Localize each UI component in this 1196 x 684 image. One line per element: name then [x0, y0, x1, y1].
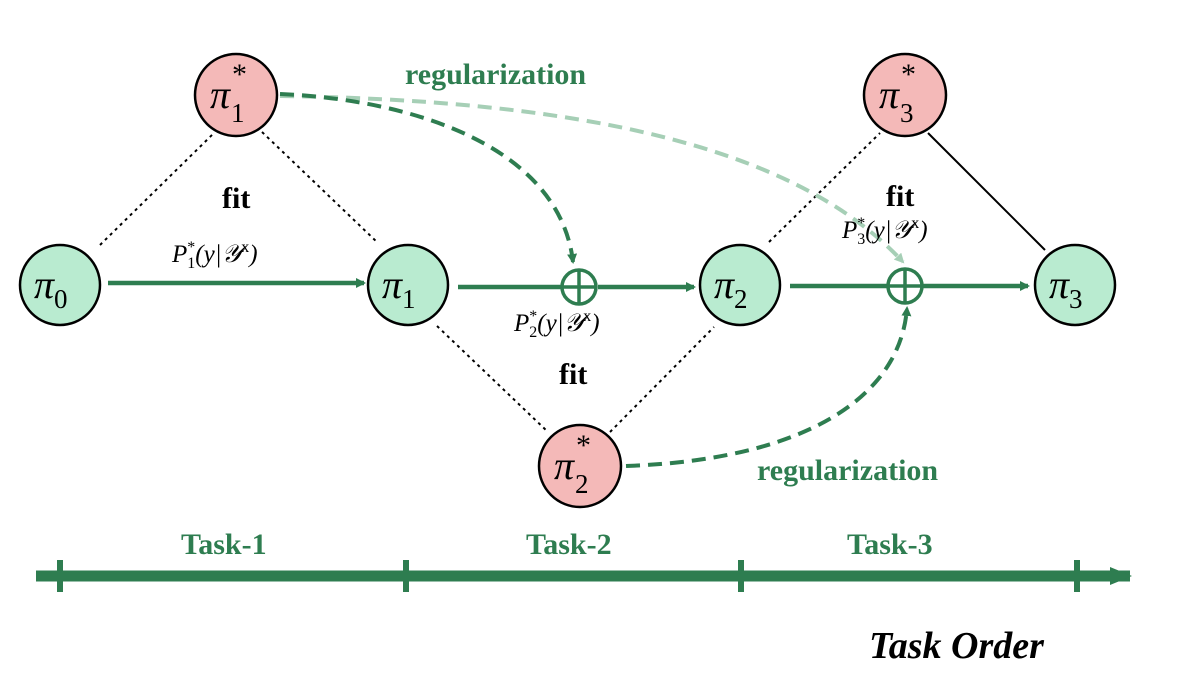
task-label-3: Task-3 — [847, 528, 933, 561]
pi3star-symbol: π — [879, 72, 900, 117]
formula-p2-rest-sup: x — [583, 308, 591, 325]
pi1star-subscript: 1 — [231, 98, 245, 128]
regularization-arrow-faded — [279, 94, 905, 264]
pi1star-superscript: * — [232, 58, 247, 91]
svg-text:π*3: π* 3 — [879, 58, 916, 128]
svg-text:π0: π0 — [34, 262, 68, 314]
formula-p2-sub: 2 — [529, 324, 537, 341]
formula-p3-rest: (y|𝒴 — [865, 217, 917, 244]
formula-p1: P*1(y|𝒴x) — [171, 239, 258, 272]
node-pi0: π0 — [18, 243, 102, 327]
task-label-1: Task-1 — [181, 528, 267, 561]
formula-p1-main: P — [171, 241, 187, 268]
svg-text:π*2: π* 2 — [554, 429, 591, 499]
node-pi1: π1 — [366, 243, 450, 327]
pi0-subscript: 0 — [54, 284, 68, 314]
pi1-symbol: π — [382, 262, 403, 307]
formula-p3-sub: 3 — [857, 231, 865, 248]
node-pi2: π2 — [698, 243, 782, 327]
formula-p3-rest-sup: x — [911, 215, 919, 232]
pi1-subscript: 1 — [402, 284, 416, 314]
node-pi2-star: π* 2 — [537, 423, 623, 509]
formula-p2-rest: (y|𝒴 — [537, 310, 589, 337]
pi3-subscript: 3 — [1069, 284, 1083, 314]
formula-p2: P*2(y|𝒴x) — [513, 308, 600, 341]
regularization-label-bottom: regularization — [757, 454, 938, 487]
pi3-symbol: π — [1049, 262, 1070, 307]
svg-text:π1: π1 — [382, 262, 416, 314]
formula-p1-close: ) — [247, 241, 257, 268]
pi3star-superscript: * — [901, 58, 916, 91]
pi2star-symbol: π — [554, 443, 575, 488]
connector-pi1star-pi1 — [261, 131, 379, 244]
oplus-task2 — [560, 268, 598, 306]
connector-pi3star-pi3 — [927, 132, 1046, 251]
pi2-subscript: 2 — [734, 284, 748, 314]
regularization-arrow-pi1star-to-oplus2 — [279, 92, 578, 264]
connector-pi2star-pi2 — [609, 326, 715, 433]
pi0-symbol: π — [34, 262, 55, 307]
fit-label-task1: fit — [222, 182, 250, 215]
fit-connectors — [99, 131, 1046, 433]
formula-p2-sup: * — [529, 308, 537, 325]
fit-label-task3: fit — [886, 180, 914, 213]
formula-p2-close: ) — [589, 310, 599, 337]
node-pi1-star: π* 1 — [193, 52, 279, 138]
regularization-arrow-pi2star-to-oplus3 — [625, 306, 912, 468]
svg-text:π2: π2 — [714, 262, 748, 314]
formula-p1-sub: 1 — [187, 255, 195, 272]
formula-p1-rest: (y|𝒴 — [195, 241, 247, 268]
formula-p3: P*3(y|𝒴x) — [841, 215, 928, 248]
formula-p3-sup: * — [857, 215, 865, 232]
formula-p3-close: ) — [917, 217, 927, 244]
formula-p1-sup: * — [187, 239, 195, 256]
pi2star-superscript: * — [576, 429, 591, 462]
task-label-2: Task-2 — [526, 528, 612, 561]
svg-text:π3: π3 — [1049, 262, 1083, 314]
fit-label-task2: fit — [559, 358, 587, 391]
formula-p2-main: P — [513, 310, 529, 337]
main-arrows — [108, 278, 1030, 292]
pi2star-subscript: 2 — [575, 469, 589, 499]
pi1star-symbol: π — [210, 72, 231, 117]
pi2-symbol: π — [714, 262, 735, 307]
regularization-label-top: regularization — [405, 58, 586, 91]
formula-p3-main: P — [841, 217, 857, 244]
node-pi3: π3 — [1033, 243, 1117, 327]
connector-pi2-pi3star — [768, 132, 881, 243]
task-order-label: Task Order — [869, 625, 1045, 667]
node-pi3-star: π* 3 — [862, 52, 948, 138]
connector-pi1-pi2star — [436, 325, 549, 433]
formula-p1-rest-sup: x — [241, 239, 249, 256]
pi3star-subscript: 3 — [900, 98, 914, 128]
connector-pi0-pi1star — [99, 132, 215, 246]
oplus-task3 — [886, 267, 924, 305]
svg-text:π*1: π* 1 — [210, 58, 247, 128]
timeline: Task-1 Task-2 Task-3 Task Order — [36, 528, 1132, 667]
